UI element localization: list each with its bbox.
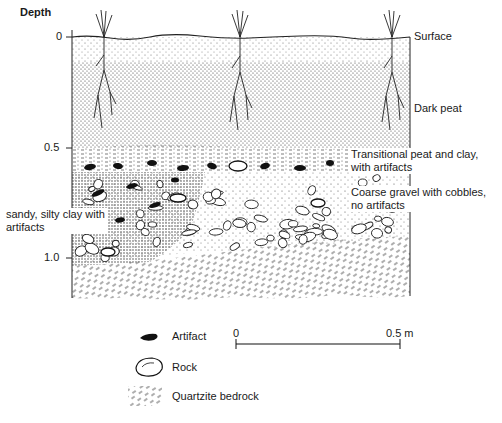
artifact — [206, 162, 217, 170]
rock — [232, 219, 246, 229]
artifact — [149, 201, 162, 210]
rock — [266, 234, 274, 241]
rock — [322, 227, 339, 241]
rock — [306, 184, 317, 196]
rock — [298, 234, 308, 245]
legend-text: Rock — [172, 361, 197, 374]
rock — [210, 187, 223, 200]
rock — [209, 228, 223, 236]
rock — [255, 238, 268, 246]
artifact — [126, 182, 139, 190]
depth-tick: 0.5 — [44, 141, 59, 154]
artifact — [115, 217, 126, 224]
rock — [311, 199, 325, 207]
artifact — [294, 165, 306, 171]
rock — [288, 221, 297, 227]
scale-bar — [236, 343, 400, 344]
layer-label: Surface — [414, 30, 452, 43]
rock — [321, 206, 332, 217]
rock — [381, 216, 394, 227]
rock — [92, 178, 104, 190]
depth-tick: 0 — [56, 30, 62, 43]
layer-label: Coarse gravel with cobbles, no artifacts — [349, 186, 499, 212]
rock — [372, 174, 381, 183]
artifact — [326, 160, 334, 166]
rock — [187, 198, 200, 210]
rock — [247, 222, 256, 232]
artifact — [171, 178, 179, 183]
layer-label: Dark peat — [414, 102, 462, 115]
rock — [229, 242, 241, 252]
depth-tick: 1.0 — [44, 251, 59, 264]
rock — [350, 222, 367, 236]
artifact — [147, 160, 157, 166]
rock — [81, 233, 95, 246]
layer-label: Transitional peat and clay, with artifac… — [349, 148, 499, 174]
rock-symbol — [136, 358, 162, 376]
artifact — [259, 162, 270, 170]
rock — [183, 242, 193, 249]
legend-text: Quartzite bedrock — [172, 390, 259, 403]
rock — [181, 229, 196, 237]
scale-label: 0 — [233, 327, 239, 340]
rock — [295, 205, 311, 217]
axis-title: Depth — [20, 6, 51, 19]
rock — [170, 194, 186, 202]
rock — [82, 198, 94, 206]
artifact — [84, 163, 97, 171]
layer-label: sandy, silty clay with artifacts — [4, 208, 108, 234]
rock — [156, 180, 164, 189]
rock — [101, 248, 115, 256]
rock — [384, 226, 393, 234]
rock — [111, 239, 120, 247]
artifact — [91, 188, 106, 198]
rock — [313, 223, 320, 228]
artifact — [177, 164, 189, 171]
rock — [229, 161, 247, 171]
rock — [374, 216, 382, 222]
artifact — [113, 162, 124, 170]
rock — [245, 200, 259, 209]
rock — [371, 228, 384, 239]
legend-text: Artifact — [172, 330, 206, 343]
rock — [135, 219, 146, 231]
rock — [253, 214, 268, 223]
rock — [152, 236, 162, 247]
rock — [136, 210, 144, 218]
rock — [148, 221, 157, 227]
rock — [277, 237, 289, 249]
artifact-symbol — [140, 334, 158, 341]
scale-label: 0.5 m — [386, 327, 414, 340]
rock — [222, 220, 233, 232]
bedrock-swatch — [128, 386, 162, 406]
